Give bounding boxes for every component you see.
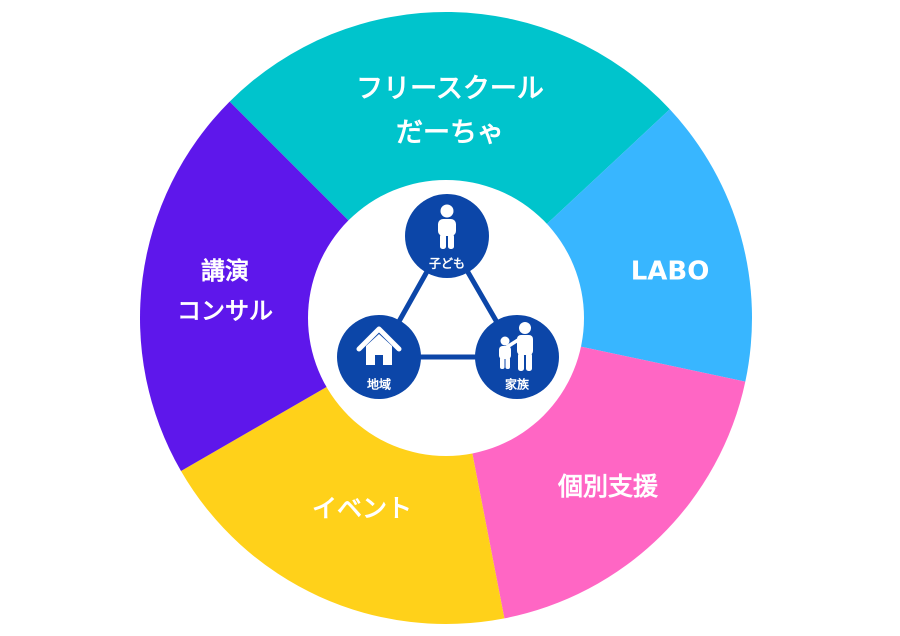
segment-label-lecture-consult: コンサル	[177, 297, 273, 325]
child-person-icon	[438, 204, 456, 249]
segment-free-school	[229, 12, 670, 319]
segment-label-labo: LABO	[631, 257, 710, 287]
node-child: 子ども	[405, 194, 489, 278]
node-circle-family	[475, 315, 559, 399]
node-label-community: 地域	[367, 377, 391, 392]
parent-child-icon	[499, 322, 533, 371]
segment-label-lecture-consult: 講演	[201, 257, 249, 285]
node-label-child: 子ども	[429, 257, 465, 271]
node-community: 地域	[337, 315, 421, 399]
segment-label-free-school: フリースクール	[356, 74, 544, 105]
segment-label-individual-support: 個別支援	[557, 472, 659, 501]
node-label-family: 家族	[505, 377, 530, 392]
segment-label-event: イベント	[312, 494, 412, 523]
segment-label-free-school: だーちゃ	[396, 118, 504, 149]
node-family: 家族	[475, 315, 559, 399]
house-icon	[356, 326, 402, 365]
node-circle-community	[337, 315, 421, 399]
segment-lecture-consult	[140, 101, 447, 471]
